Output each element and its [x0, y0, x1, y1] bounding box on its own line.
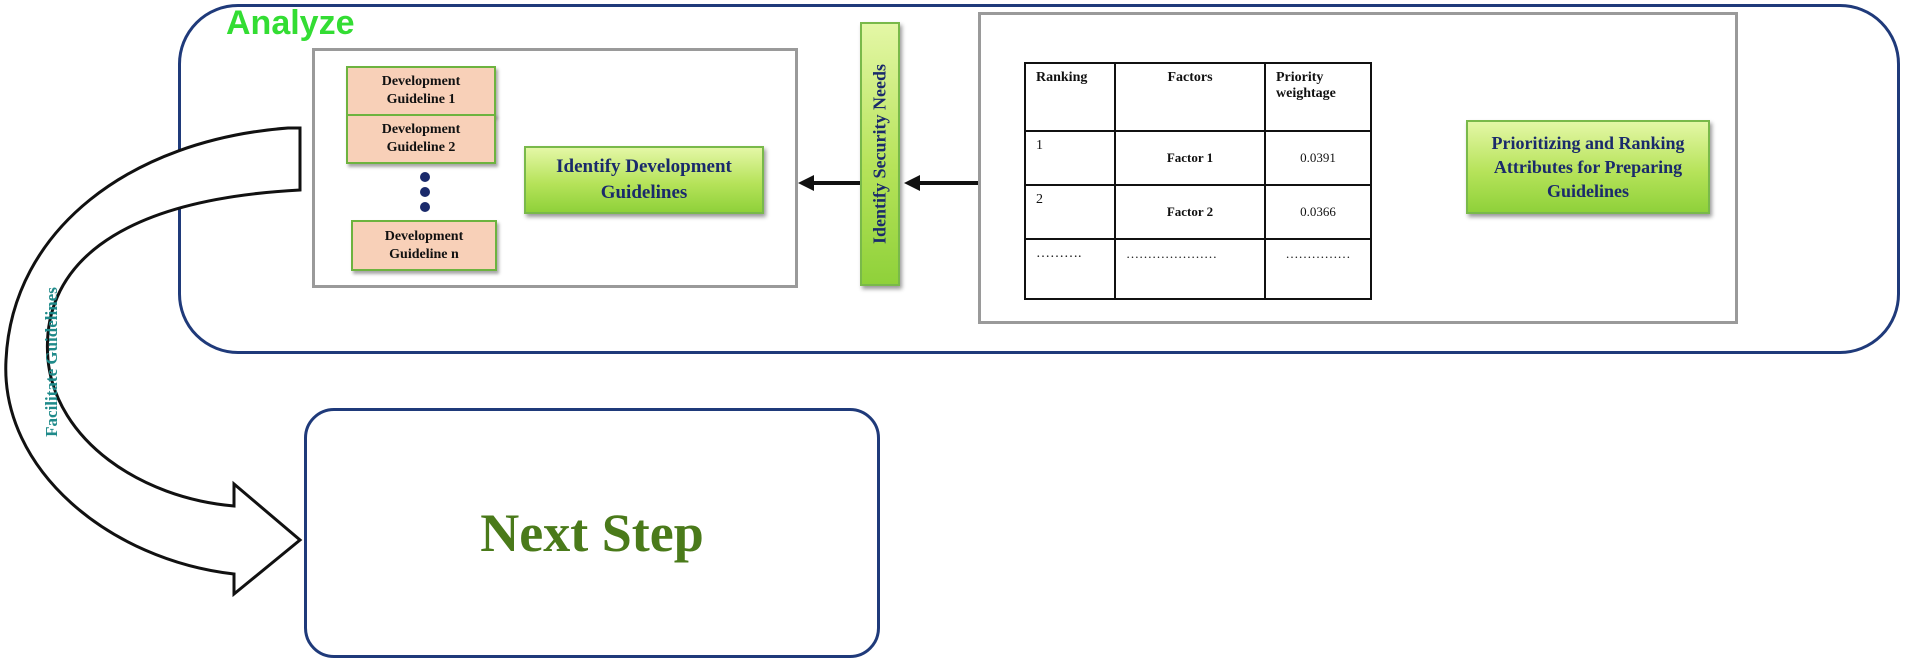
factor-cell: Factor 2	[1114, 184, 1266, 240]
ranking-cell: ……….	[1024, 238, 1116, 300]
ellipsis-dot	[420, 172, 430, 182]
next-step-box: Next Step	[304, 408, 880, 658]
next-step-label: Next Step	[480, 503, 704, 563]
ranking-cell: 2	[1024, 184, 1116, 240]
table-row: 2 Factor 2 0.0366	[1024, 184, 1372, 240]
weightage-cell: 0.0366	[1264, 184, 1372, 240]
weightage-cell: ……………	[1264, 238, 1372, 300]
identify-development-guidelines-box: Identify Development Guidelines	[524, 146, 764, 214]
ellipsis-dot	[420, 202, 430, 212]
identify-security-needs-box: Identify Security Needs	[860, 22, 900, 286]
weightage-cell: 0.0391	[1264, 130, 1372, 186]
arrow-to-identify-development	[798, 175, 860, 191]
table-row: ………. ………………… ……………	[1024, 238, 1372, 300]
analyze-title: Analyze	[226, 4, 355, 42]
development-guideline-n: Development Guideline n	[351, 220, 497, 271]
development-guideline-2: Development Guideline 2	[346, 114, 496, 164]
table-row: 1 Factor 1 0.0391	[1024, 130, 1372, 186]
ranking-cell: 1	[1024, 130, 1116, 186]
arrow-to-security-needs	[904, 175, 978, 191]
factor-cell: …………………	[1114, 238, 1266, 300]
column-header-ranking: Ranking	[1024, 62, 1116, 132]
ellipsis-dot	[420, 187, 430, 197]
ranking-table: Ranking Factors Priority weightage 1 Fac…	[1024, 62, 1372, 300]
factor-cell: Factor 1	[1114, 130, 1266, 186]
column-header-factors: Factors	[1114, 62, 1266, 132]
prioritizing-ranking-box: Prioritizing and Ranking Attributes for …	[1466, 120, 1710, 214]
facilitate-curved-arrow	[4, 126, 303, 598]
column-header-priority-weightage: Priority weightage	[1264, 62, 1372, 132]
facilitate-guidelines-label: Facilitate Guidelines	[42, 287, 61, 437]
table-header-row: Ranking Factors Priority weightage	[1024, 62, 1372, 132]
